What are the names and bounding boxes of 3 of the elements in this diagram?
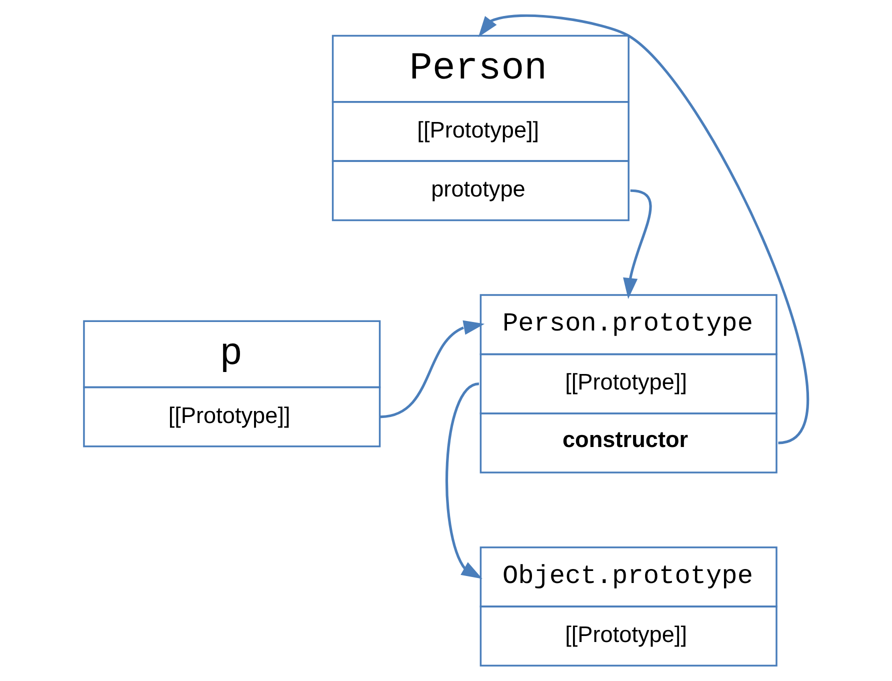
- arrow: [445, 382, 482, 579]
- arrow: [623, 189, 652, 299]
- arrow: [380, 320, 485, 418]
